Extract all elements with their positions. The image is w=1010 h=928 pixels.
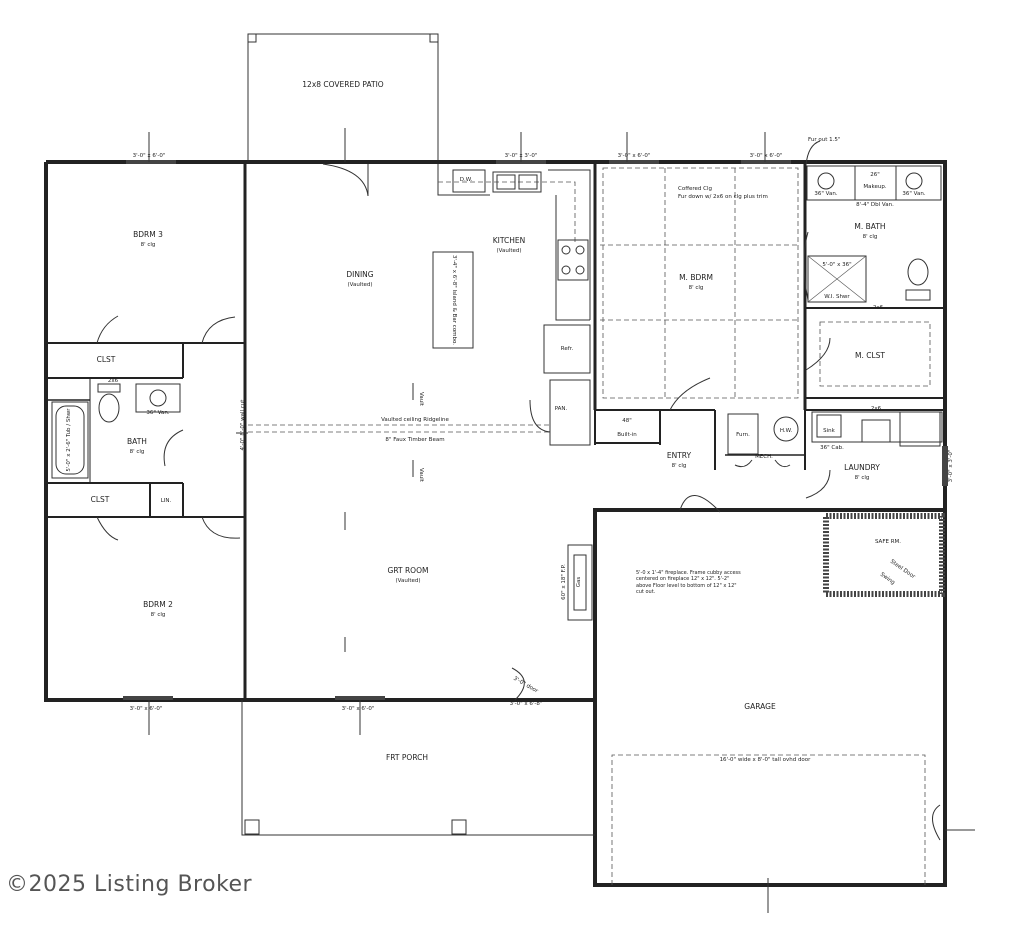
grt-room-ceil: (Vaulted) [395,578,420,584]
interior-walls [48,164,945,698]
ridgeline-label: Vaulted ceiling Ridgeline [381,417,449,423]
master-closet: M. CLST [819,321,931,387]
bath-name: BATH [127,437,147,446]
bdrm3-ceil: 8' clg [141,242,156,248]
wi-shwr-label: W.I. Shwr [824,294,850,300]
mech-label: MECH. [755,454,773,460]
safe-door-label: Steel Door [889,559,917,581]
grt-room-name: GRT ROOM [388,566,429,575]
vault-down-label: Vault [418,468,424,483]
refr-label: Refr. [561,346,574,352]
exterior-walls [44,160,947,887]
bath-ceil: 8' clg [130,449,145,455]
dining-name: DINING [346,270,373,279]
laundry-2x6: 2x6 [871,406,882,412]
island-label: 3'-4" x 6'-8" Island & Bar combo. [451,255,457,345]
gas-label: Gas [576,577,582,588]
front-porch: FRT PORCH [241,700,595,836]
built-in-label: Built-in [617,432,637,438]
mbdrm-name: M. BDRM [679,273,713,282]
makeup-size: 26" [870,172,880,178]
mbdrm-ceil: 8' clg [689,285,704,291]
dbl-van-label: 8'-4" Dbl Van. [856,202,894,208]
safe-room: SAFE RM. Steel Door Swing [823,513,945,597]
mbath-ceil: 8' clg [863,234,878,240]
bdrm2-name: BDRM 2 [143,600,173,609]
window-grt: 3'-0" x 6'-0" [342,706,375,712]
doors [96,163,941,841]
coffered-label: Coffered Clg [678,186,712,192]
garage-door-label: 16'-0" wide x 8'-0" tall ovhd door [720,757,812,763]
furn-label: Furn. [736,432,750,438]
tub-label: 5'-0" x 2'-6" Tub / Shwr [66,408,72,472]
kitchen-name: KITCHEN [493,236,526,245]
hw-label: H.W. [780,428,793,434]
built-in-size: 48" [622,418,632,424]
beam-label: 8" Faux Timber Beam [385,437,444,443]
mbath-van-left: 36" Van. [814,191,837,197]
bdrm3-name: BDRM 3 [133,230,163,239]
fur-out-label: Fur out 1.5" [808,137,840,143]
window-entry: 3'-0" x 6'-8" [510,701,543,707]
safe-swing-label: Swing [879,572,896,586]
fireplace: 60" x 18" F.P. Gas 5'-0 x 1'-4" fireplac… [561,544,741,621]
covered-patio-label: 12x8 COVERED PATIO [302,80,384,89]
window-mbdrm1: 3'-0" x 6'-0" [618,153,651,159]
pan-label: PAN. [555,406,568,412]
laundry-ceil: 8' clg [855,475,870,481]
sink-label: Sink [823,428,836,434]
clst-lower-label: CLST [91,495,110,504]
dining-ceil: (Vaulted) [347,282,372,288]
fireplace-label: 60" x 18" F.P. [561,564,567,600]
bath-2x6: 2x6 [108,378,119,384]
safe-rm-label: SAFE RM. [875,539,901,545]
lin-label: LIN. [161,498,172,504]
window-laundry: 3'-0" x 3'-0" [948,450,954,483]
covered-patio: 12x8 COVERED PATIO [247,33,439,163]
clst-upper-label: CLST [97,355,116,364]
window-mbdrm2: 3'-0" x 6'-0" [750,153,783,159]
front-door-label: 3'-0" door [512,676,539,695]
mechanical: Furn. H.W. MECH. [727,413,799,460]
wall-cut-note: 4'-0" 8'-0" wall cut [240,399,246,451]
mbath-name: M. BATH [854,222,885,231]
makeup-label: Makeup. [863,184,886,190]
shower-size: 5'-0" x 36" [822,262,851,268]
master-bath-fixtures: 36" Van. 36" Van. 26" Makeup. 8'-4" Dbl … [805,137,942,311]
coffered-note: Fur down w/ 2x6 on clg plus trim [678,194,768,200]
garage-door: 16'-0" wide x 8'-0" tall ovhd door GARAG… [611,702,926,885]
room-labels: BDRM 3 8' clg CLST BATH 8' clg CLST LIN.… [91,230,713,618]
laundry-name: LAUNDRY [844,463,880,472]
dw-label: D.W. [460,177,473,183]
mclst-label: M. CLST [855,351,885,360]
window-bdrm2: 3'-0" x 6'-0" [130,706,163,712]
dimension-ticks [148,128,975,913]
fireplace-note: 5'-0 x 1'-4" fireplace. Frame cubby acce… [636,570,741,595]
listing-watermark: ©2025 Listing Broker [6,872,253,897]
ridgeline: Vaulted ceiling Ridgeline 8" Faux Timber… [248,383,550,483]
garage-label: GARAGE [744,702,776,711]
coffered-ceiling-grid: Coffered Clg Fur down w/ 2x6 on clg plus… [600,167,800,400]
bdrm2-ceil: 8' clg [151,612,166,618]
hall-bath-fixtures: 5'-0" x 2'-6" Tub / Shwr 36" Van. 2x6 [51,378,181,479]
mbath-van-right: 36" Van. [902,191,925,197]
mbath-2x6: 2x6 [873,305,884,311]
kitchen-ceil: (Vaulted) [496,248,521,254]
cab-label: 36" Cab. [820,445,844,451]
frt-porch-label: FRT PORCH [386,753,428,762]
entry-ceil: 8' clg [672,463,687,469]
bath-van-label: 36" Van. [146,410,169,416]
vault-up-label: Vault [418,392,424,407]
entry-name: ENTRY [667,451,692,460]
laundry-fixtures: Sink 36" Cab. 2x6 LAUNDRY 8' clg [811,406,943,481]
kitchen-cabinets: D.W. Refr. KITCHEN (Vaulted) 3'-4" x 6'-… [432,164,591,374]
